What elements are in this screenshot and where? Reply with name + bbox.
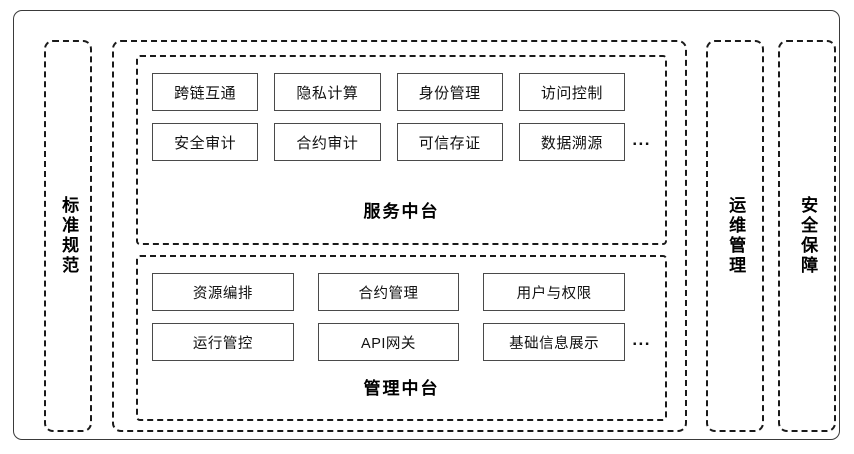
pillar-standards-label: 标准规范 [59, 196, 79, 276]
service-more-ellipsis: ... [632, 130, 651, 149]
management-capability-grid: 资源编排 合约管理 用户与权限 运行管控 API网关 基础信息展示 [152, 273, 625, 361]
capability-box[interactable]: 基础信息展示 [483, 323, 625, 361]
tier-management-caption: 管理中台 [363, 379, 440, 398]
capability-box[interactable]: 运行管控 [152, 323, 294, 361]
capability-box[interactable]: 资源编排 [152, 273, 294, 311]
pillar-operations-label: 运维管理 [726, 196, 746, 276]
capability-box[interactable]: API网关 [317, 323, 460, 361]
capability-box[interactable]: 身份管理 [396, 73, 503, 111]
pillar-security-label: 安全保障 [798, 196, 818, 276]
pillar-security: 安全保障 [778, 40, 836, 432]
tier-service-caption: 服务中台 [363, 202, 440, 221]
center-platform-wrapper: 跨链互通 隐私计算 身份管理 访问控制 安全审计 合约审计 可信存证 数据溯源 … [112, 40, 687, 432]
capability-box[interactable]: 可信存证 [396, 123, 503, 161]
capability-box[interactable]: 跨链互通 [152, 73, 259, 111]
capability-box[interactable]: 数据溯源 [518, 123, 625, 161]
capability-box[interactable]: 访问控制 [518, 73, 625, 111]
outer-frame: 标准规范 跨链互通 隐私计算 身份管理 访问控制 安全审计 合约审计 可信存证 … [13, 10, 840, 440]
capability-box[interactable]: 用户与权限 [483, 273, 625, 311]
capability-box[interactable]: 安全审计 [152, 123, 259, 161]
service-capability-grid: 跨链互通 隐私计算 身份管理 访问控制 安全审计 合约审计 可信存证 数据溯源 [152, 73, 625, 161]
management-more-ellipsis: ... [632, 330, 651, 349]
capability-box[interactable]: 合约管理 [317, 273, 460, 311]
pillar-standards: 标准规范 [44, 40, 92, 432]
tier-management-platform: 资源编排 合约管理 用户与权限 运行管控 API网关 基础信息展示 ... 管理… [136, 255, 667, 421]
capability-box[interactable]: 隐私计算 [274, 73, 381, 111]
capability-box[interactable]: 合约审计 [274, 123, 381, 161]
pillar-operations: 运维管理 [706, 40, 764, 432]
tier-service-platform: 跨链互通 隐私计算 身份管理 访问控制 安全审计 合约审计 可信存证 数据溯源 … [136, 55, 667, 245]
